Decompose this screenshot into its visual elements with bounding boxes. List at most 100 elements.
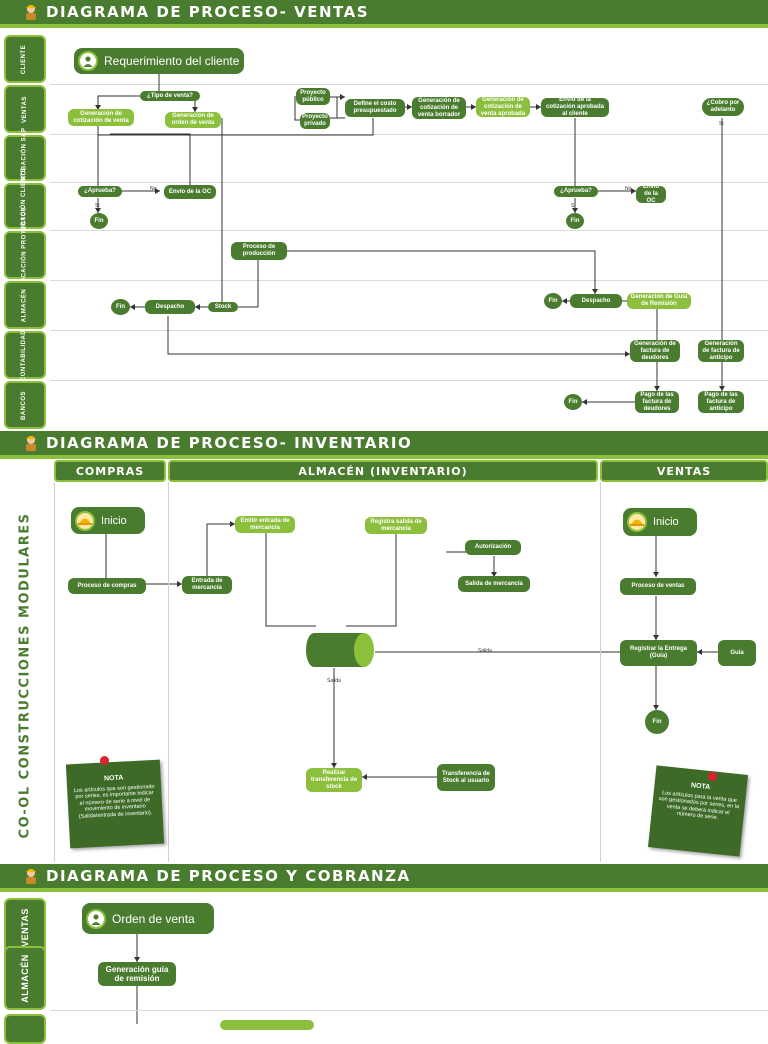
envio-oc-2-node[interactable]: Envío de la OC: [636, 184, 666, 204]
column-almacen: ALMACÉN (INVENTARIO): [168, 460, 598, 482]
pago-anticipo-node[interactable]: Pago de las factura de anticipo: [698, 391, 744, 413]
lane-aprobacion-sp: APROBACIÓN S&P: [4, 127, 46, 189]
note-text: Los artículos para la venta que son gest…: [658, 789, 740, 822]
lane-cliente: CLIENTE: [4, 35, 46, 83]
edge-label-no: No: [625, 186, 632, 192]
lane-divider: [50, 330, 768, 331]
hardhat-icon: [75, 510, 95, 531]
proceso-ventas-node[interactable]: Proceso de ventas: [620, 578, 696, 595]
cotizacion-borrador-node[interactable]: Generación de cotización de venta borrad…: [412, 97, 466, 119]
lane-ventas: VENTAS: [4, 85, 46, 133]
start-orden-venta[interactable]: Orden de venta: [82, 903, 214, 934]
fin-3-node[interactable]: Fin: [111, 299, 130, 315]
section-title: DIAGRAMA DE PROCESO Y COBRANZA: [46, 867, 411, 885]
cotizacion-aprobada-node[interactable]: Generación de cotización de venta aproba…: [476, 97, 530, 117]
user-icon: [78, 51, 98, 71]
despacho-2-node[interactable]: Despacho: [570, 294, 622, 308]
lane-contabilidad: CONTABILIDAD: [4, 329, 46, 381]
gen-cotizacion-node[interactable]: Generación de cotización de venta: [68, 109, 134, 126]
pushpin-icon: [100, 756, 109, 765]
section-header-cobranza: DIAGRAMA DE PROCESO Y COBRANZA: [0, 864, 768, 892]
gen-orden-node[interactable]: Generación de orden de venta: [165, 112, 221, 128]
edge-label-si: Si: [571, 203, 576, 209]
pago-deudores-node[interactable]: Pago de las factura de deudores: [635, 391, 679, 413]
inicio-ventas[interactable]: Inicio: [623, 508, 697, 536]
entrada-mercancia-node[interactable]: Entrada de mercancía: [182, 576, 232, 594]
proyecto-privado-node[interactable]: Proyecto privado: [300, 113, 330, 129]
fin-node[interactable]: Fin: [645, 710, 669, 734]
inicio-compras[interactable]: Inicio: [71, 507, 145, 534]
lane-divider: [50, 182, 768, 183]
start-label: Orden de venta: [112, 911, 195, 926]
salida-mercancia-node[interactable]: Salida de mercancía: [458, 576, 530, 592]
database-icon: [306, 633, 374, 667]
section-header-inventario: DIAGRAMA DE PROCESO- INVENTARIO: [0, 431, 768, 459]
company-vertical-title: CO-OL CONSTRUCCIONES MODULARES: [17, 512, 33, 838]
registrar-entrega-node[interactable]: Registrar la Entrega (Guía): [620, 640, 697, 666]
lane-bancos: BANCOS: [4, 381, 46, 429]
guia-node[interactable]: Guía: [718, 640, 756, 666]
lane-divider: [50, 134, 768, 135]
worker-icon: [26, 436, 36, 451]
edge-label-salida: Salida: [478, 648, 492, 654]
note-series-movimiento: NOTA Los artículos que son gestionado po…: [65, 759, 165, 849]
proceso-compras-node[interactable]: Proceso de compras: [68, 578, 146, 594]
worker-icon: [26, 5, 36, 20]
guia-remision-node[interactable]: Generación guía de remisión: [98, 962, 176, 986]
guia-remision-node[interactable]: Generación de Guía de Remisión: [627, 293, 691, 309]
start-requerimiento-cliente[interactable]: Requerimiento del cliente: [74, 48, 244, 74]
transferencia-usuario-node[interactable]: Transferencia de Stock al usuario: [437, 764, 495, 791]
envio-cotizacion-node[interactable]: Envío de la cotización aprobada al clien…: [541, 97, 609, 117]
factura-anticipo-node[interactable]: Generación de factura de anticipo: [698, 340, 744, 362]
fin-4-node[interactable]: Fin: [544, 293, 562, 309]
lane-divider: [50, 84, 768, 85]
lane-divider: [50, 380, 768, 381]
stock-node[interactable]: Stock: [208, 302, 238, 312]
note-text: Los artículos que son gestionado por ser…: [73, 783, 155, 820]
despacho-1-node[interactable]: Despacho: [145, 300, 195, 314]
fin-1-node[interactable]: Fin: [90, 213, 108, 229]
decision-tipo-venta[interactable]: ¿Tipo de venta?: [140, 91, 200, 101]
envio-oc-1-node[interactable]: Envío de la OC: [164, 185, 216, 199]
note-series-venta: NOTA Los artículos para la venta que son…: [647, 765, 749, 857]
section-title: DIAGRAMA DE PROCESO- VENTAS: [46, 3, 370, 21]
start-label: Requerimiento del cliente: [104, 54, 240, 68]
edge-label-si: Si: [719, 121, 724, 127]
hardhat-icon: [627, 512, 647, 532]
lane-almacen: ALMACÉN: [4, 281, 46, 329]
column-compras: COMPRAS: [54, 460, 166, 482]
decision-cobro-adelanto[interactable]: ¿Cobro por adelanto: [702, 98, 744, 116]
pushpin-icon: [708, 772, 717, 781]
proyecto-publico-node[interactable]: Proyecto público: [296, 88, 330, 105]
column-divider: [54, 482, 55, 862]
section-header-ventas: DIAGRAMA DE PROCESO- VENTAS: [0, 0, 768, 28]
inicio-label: Inicio: [653, 516, 679, 528]
decision-aprueba-2[interactable]: ¿Aprueba?: [554, 186, 598, 197]
fin-2-node[interactable]: Fin: [566, 213, 584, 229]
edge-label-no: No: [150, 186, 157, 192]
lane-divider: [50, 230, 768, 231]
autorizacion-node[interactable]: Autorización: [465, 540, 521, 555]
registra-salida-node[interactable]: Registra salida de mercancía: [365, 517, 427, 534]
decision-aprueba-1[interactable]: ¿Aprueba?: [78, 186, 122, 197]
user-icon: [86, 908, 106, 929]
column-divider: [168, 482, 169, 862]
lane-almacen: ALMACÉN: [4, 946, 46, 1010]
factura-deudores-node[interactable]: Generación de factura de deudores: [630, 340, 680, 362]
edge-label-salida: Salida: [327, 678, 341, 684]
inicio-label: Inicio: [101, 514, 127, 527]
edge-label-si: Si: [95, 203, 100, 209]
lane-aprobacion-cliente: APROBACIÓN CLIENTE: [4, 167, 46, 245]
proceso-produccion-node[interactable]: Proceso de producción: [231, 242, 287, 260]
fin-5-node[interactable]: Fin: [564, 394, 582, 410]
lane-next: [4, 1014, 46, 1044]
column-ventas: VENTAS: [600, 460, 768, 482]
section-title: DIAGRAMA DE PROCESO- INVENTARIO: [46, 434, 413, 452]
next-node[interactable]: [220, 1020, 314, 1030]
emitir-entrada-node[interactable]: Emitir entrada de mercancía: [235, 516, 295, 533]
define-costo-node[interactable]: Define el costo presupuestado: [345, 99, 405, 117]
worker-icon: [26, 869, 36, 884]
realizar-transferencia-node[interactable]: Realizar transferencia de stock: [306, 768, 362, 792]
lane-divider: [50, 1010, 768, 1011]
lane-divider: [50, 280, 768, 281]
